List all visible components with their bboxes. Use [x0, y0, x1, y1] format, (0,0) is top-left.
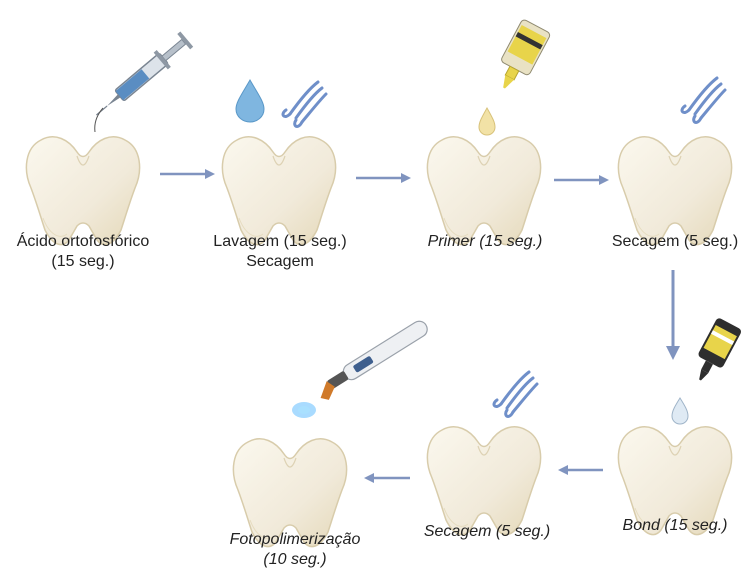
step2-label-line2: Secagem — [205, 252, 355, 272]
step3-label: Primer (15 seg.) — [410, 232, 560, 252]
step2-label: Lavagem (15 seg.) Secagem — [205, 232, 355, 272]
bond-drop-icon — [672, 398, 688, 424]
air-blow-icon-step2 — [283, 82, 326, 126]
tooth-step4 — [618, 137, 731, 245]
arrow-5-to-6 — [558, 465, 603, 475]
step7-label-line1: Fotopolimerização — [215, 530, 375, 550]
step5-label-time: (15 seg.) — [660, 517, 728, 534]
arrow-4-to-5 — [666, 270, 680, 360]
air-blow-icon-step4 — [682, 78, 725, 122]
arrow-3-to-4 — [554, 175, 609, 185]
step1-label-line1: Ácido ortofosfórico — [3, 232, 163, 252]
tooth-step6 — [427, 427, 540, 535]
tooth-step2 — [222, 137, 335, 245]
step7-label-line2: (10 seg.) — [215, 550, 375, 570]
step7-label: Fotopolimerização (10 seg.) — [215, 530, 375, 570]
tooth-step1 — [26, 137, 139, 245]
step6-label-text: Secagem (5 seg.) — [424, 523, 550, 540]
step4-label-text: Secagem (5 seg.) — [612, 233, 738, 250]
step1-label-line2: (15 seg.) — [3, 252, 163, 272]
bond-dropper-bottle-icon — [688, 317, 743, 387]
step5-label-bond: Bond — [623, 517, 660, 534]
step1-label: Ácido ortofosfórico (15 seg.) — [3, 232, 163, 272]
step4-label: Secagem (5 seg.) — [605, 232, 745, 252]
step5-label: Bond (15 seg.) — [605, 516, 745, 536]
primer-dropper-bottle-icon — [490, 19, 551, 96]
water-drop-icon — [236, 80, 264, 122]
syringe-stream — [95, 108, 103, 132]
step3-label-text: Primer (15 seg.) — [428, 233, 543, 250]
curing-light-icon — [313, 318, 432, 403]
arrow-1-to-2 — [160, 169, 215, 179]
step2-label-line1: Lavagem (15 seg.) — [205, 232, 355, 252]
syringe-icon — [89, 31, 194, 124]
air-blow-icon-step6 — [494, 372, 537, 416]
step6-label: Secagem (5 seg.) — [412, 522, 562, 542]
tooth-step3 — [427, 137, 540, 245]
arrow-2-to-3 — [356, 173, 411, 183]
primer-drop-icon — [479, 108, 495, 135]
arrow-6-to-7 — [364, 473, 410, 483]
